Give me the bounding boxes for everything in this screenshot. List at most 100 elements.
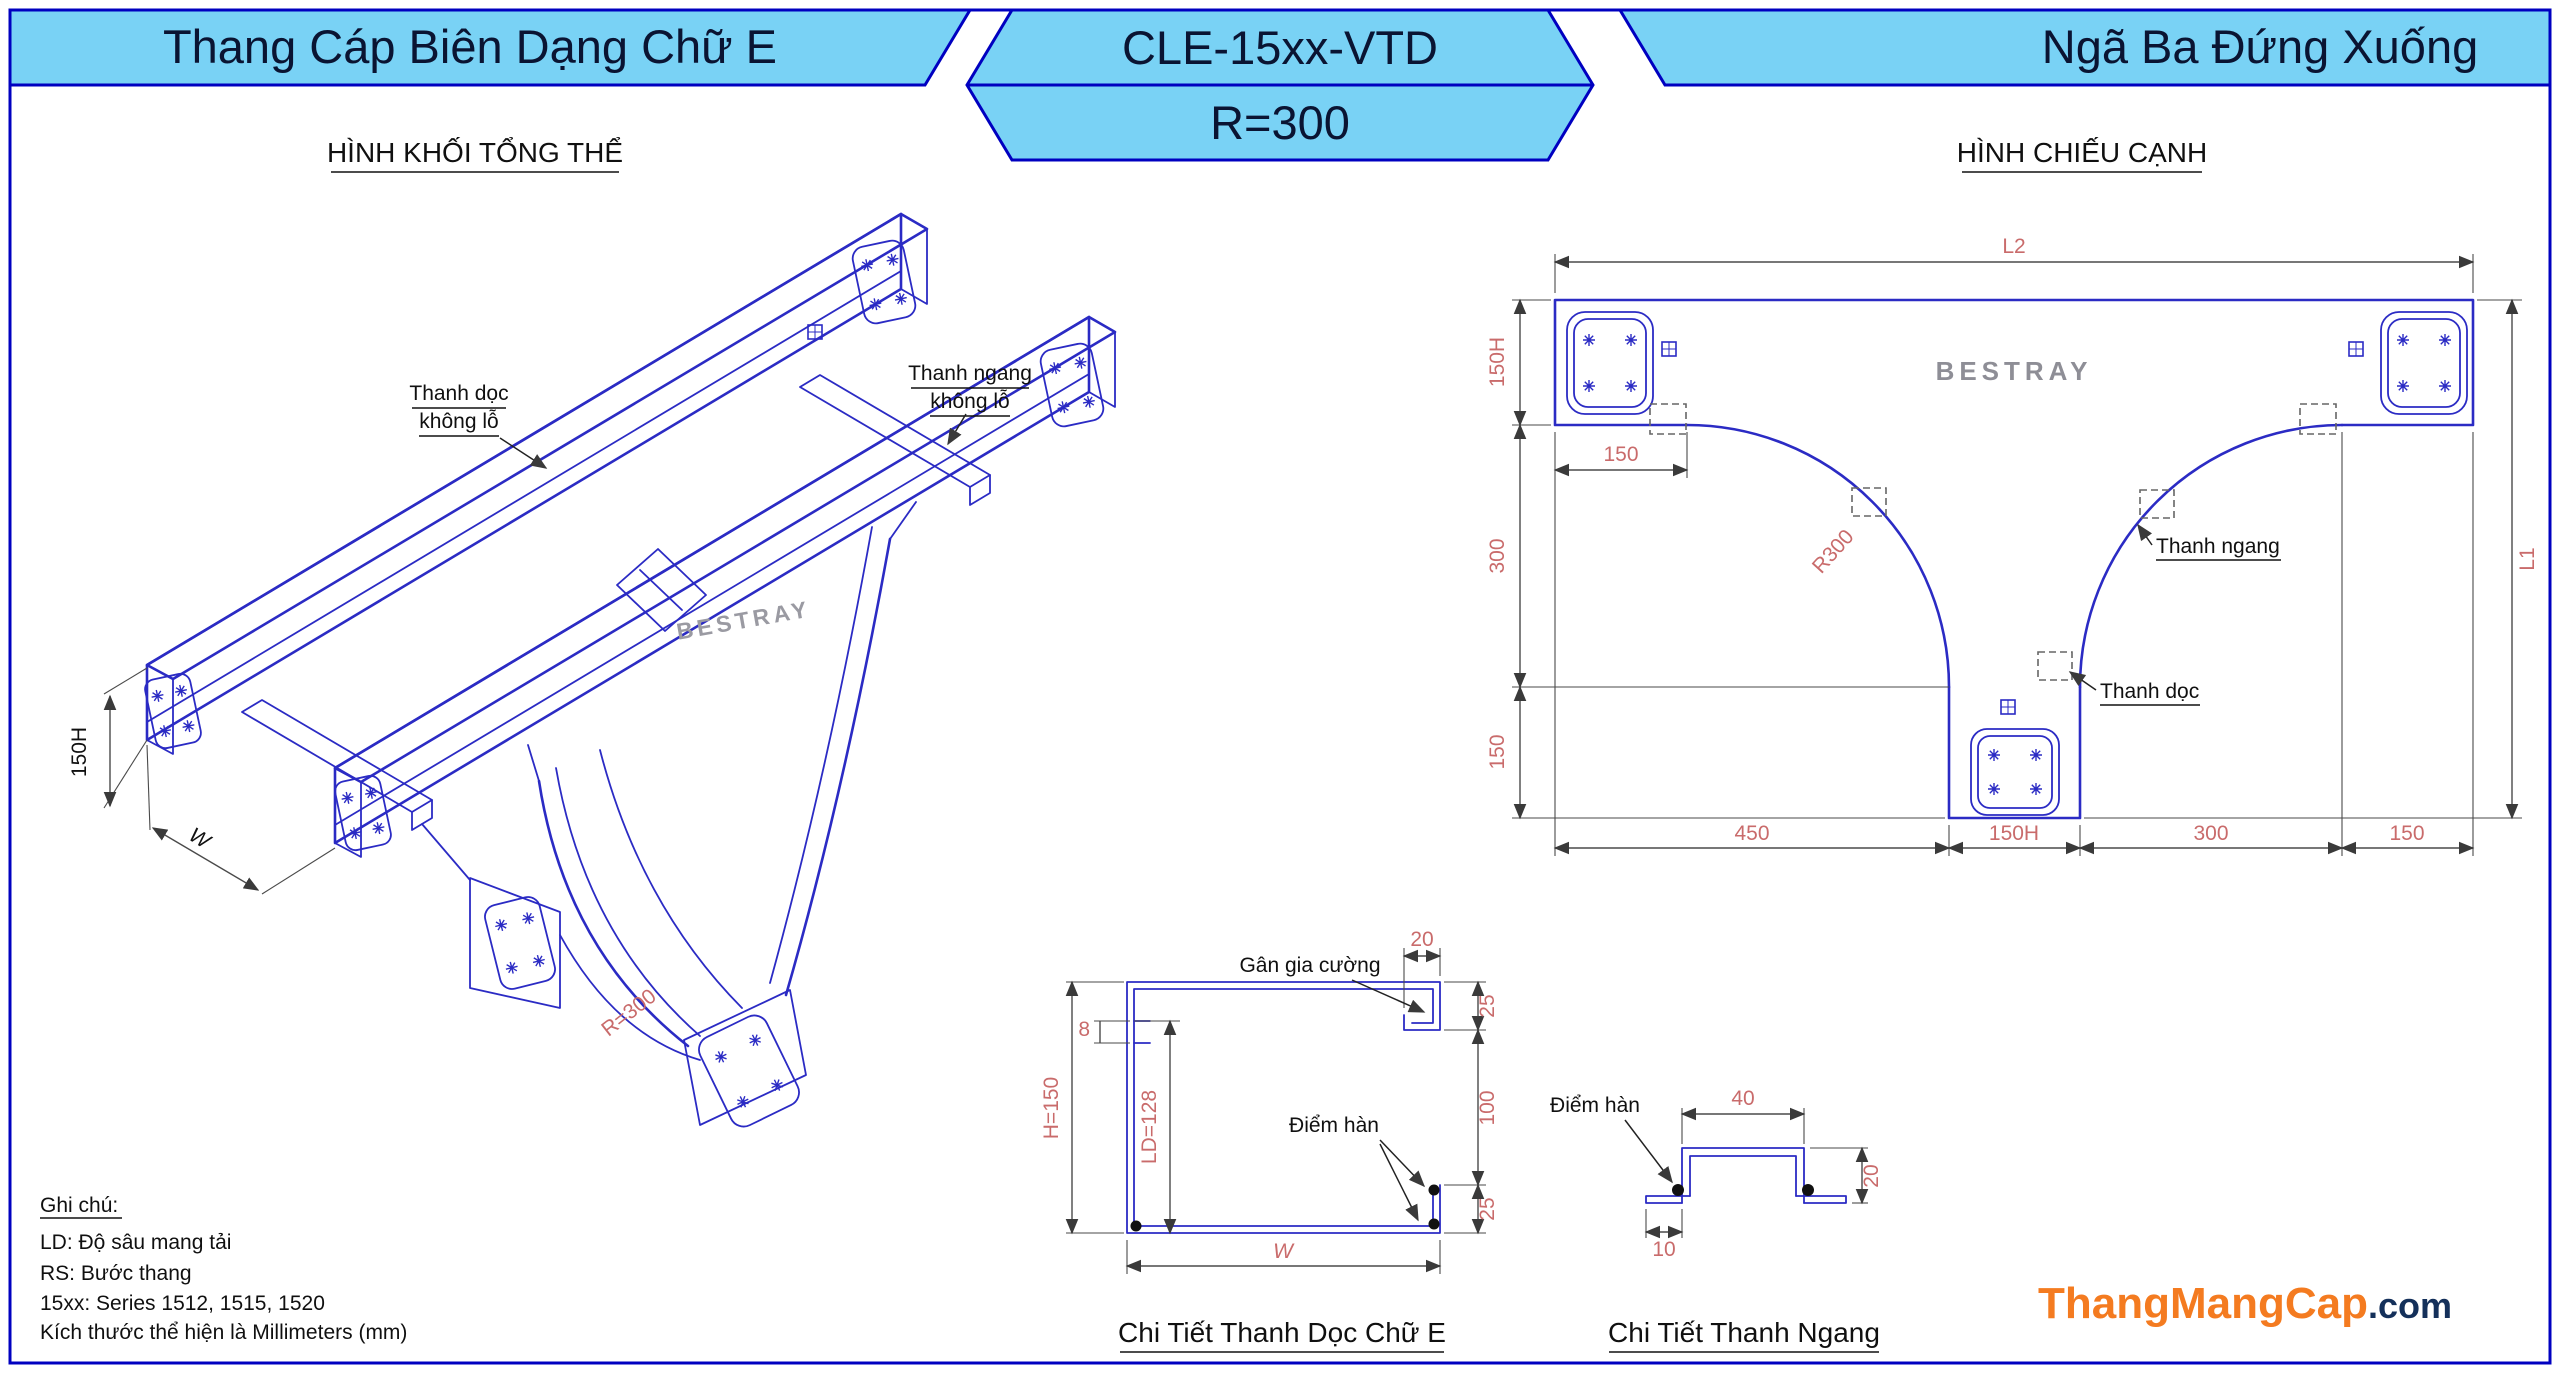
iso-branch-left-channel (469, 877, 561, 1009)
weld-marker-curve-left (1851, 487, 1887, 517)
iso-branch-curves (421, 501, 917, 1061)
iso-view-title: HÌNH KHỐI TỔNG THỂ (327, 136, 623, 168)
rail-profile (1126, 981, 1441, 1234)
dim-8: 8 (1078, 1018, 1090, 1041)
label-weld-rung: Điểm hàn (1550, 1094, 1640, 1117)
dim-20: 20 (1410, 928, 1433, 951)
rung-profile (1645, 1147, 1847, 1204)
header-right-cell (1617, 8, 2552, 87)
iso-brand-logo: BESTRAY (674, 596, 812, 645)
side-bolt-icon-left (1661, 341, 1677, 357)
dim-150-bottom: 150 (2389, 822, 2424, 845)
footer-logo: ThangMangCap.com (2038, 1279, 2452, 1328)
iso-far-rail (145, 212, 929, 755)
iso-plate-stem-end (698, 1014, 800, 1128)
iso-dim-height: 150H (68, 667, 148, 809)
dim-300-bottom: 300 (2193, 822, 2228, 845)
rung-profile-dims: 40 20 10 (1644, 1087, 1883, 1261)
side-view-title: HÌNH CHIẾU CẠNH (1957, 137, 2207, 168)
side-label-rail-text: Thanh dọc (2100, 680, 2199, 703)
weld-dot (1428, 1218, 1440, 1230)
side-plate-right (2380, 311, 2468, 415)
iso-dim-width: W (146, 744, 336, 895)
dim-10: 10 (1652, 1238, 1675, 1261)
detail-rung: 40 20 10 Điểm hàn Chi Tiết Thanh Ngang (1550, 1087, 1883, 1353)
side-label-rung: Thanh ngang (2137, 523, 2281, 561)
iso-plate-far-left (144, 672, 202, 750)
iso-rung-right (799, 374, 991, 506)
iso-dim-height-label: 150H (68, 727, 91, 777)
dim-w: W (1273, 1240, 1295, 1263)
iso-plate-near-right (1039, 342, 1105, 428)
dim-100: 100 (1476, 1090, 1499, 1125)
footer-logo-text: ThangMangCap.com (2038, 1279, 2452, 1328)
dim-40: 40 (1731, 1087, 1754, 1110)
detail-rail: 20 25 100 25 W H=150 LD=128 (1040, 928, 1499, 1353)
label-weld-rail: Điểm hàn (1289, 1114, 1379, 1137)
dim-25-top: 25 (1476, 994, 1499, 1017)
weld-dot (1130, 1220, 1142, 1232)
notes-heading: Ghi chú: (40, 1194, 118, 1217)
side-label-rail: Thanh dọc (2068, 671, 2200, 706)
side-bolt-icon-stem (2000, 699, 2016, 715)
dim-450: 450 (1734, 822, 1769, 845)
detail-rung-title: Chi Tiết Thanh Ngang (1608, 1317, 1880, 1348)
header: Thang Cáp Biên Dạng Chữ E CLE-15xx-VTD R… (8, 8, 2552, 162)
header-left-title: Thang Cáp Biên Dạng Chữ E (163, 20, 777, 73)
label-rib: Gân gia cường (1239, 954, 1380, 977)
dim-300-left: 300 (1486, 538, 1509, 573)
header-right-title: Ngã Ba Đứng Xuống (2042, 20, 2478, 73)
iso-mid-plate (616, 548, 707, 632)
detail-rail-title: Chi Tiết Thanh Dọc Chữ E (1118, 1317, 1446, 1348)
header-left-cell (8, 8, 973, 87)
weld-marker-curve-right (2139, 489, 2175, 519)
dim-l1: L1 (2516, 547, 2539, 570)
iso-rung-left (241, 699, 433, 831)
iso-label-rail: Thanh dọc không lỗ (409, 382, 548, 469)
weld-dot (1428, 1184, 1440, 1196)
side-view: HÌNH CHIẾU CẠNH (1486, 137, 2539, 856)
weld-marker-stem (2037, 651, 2073, 681)
side-plate-left (1566, 311, 1654, 415)
dim-h150: H=150 (1040, 1077, 1063, 1139)
rail-profile-dims: 20 25 100 25 W H=150 LD=128 (1040, 928, 1499, 1274)
iso-label-rung-line1: Thanh ngang (908, 362, 1032, 385)
iso-plate-near-left (334, 774, 392, 852)
iso-label-rung-line2: không lỗ (930, 390, 1009, 413)
note-line-2: RS: Bước thang (40, 1262, 192, 1285)
dim-150h-bottom: 150H (1989, 822, 2039, 845)
weld-dot (1672, 1184, 1684, 1196)
footer-brand: ThangMangCap (2038, 1279, 2368, 1328)
rung-profile-labels: Điểm hàn (1550, 1094, 1673, 1184)
dim-l2: L2 (2002, 235, 2025, 258)
iso-label-rail-line1: Thanh dọc (409, 382, 508, 405)
side-plate-stem (1970, 728, 2060, 816)
dim-150-left: 150 (1486, 734, 1509, 769)
side-bolt-icon-right (2348, 341, 2364, 357)
iso-label-rung: Thanh ngang không lỗ (908, 362, 1032, 446)
dim-150h-left: 150H (1486, 337, 1509, 387)
side-label-rung-text: Thanh ngang (2156, 535, 2280, 558)
iso-plate-branch-left (484, 896, 556, 990)
iso-view: HÌNH KHỐI TỔNG THỂ (68, 136, 1117, 1128)
weld-dot (1802, 1184, 1814, 1196)
iso-label-rail-line2: không lỗ (419, 410, 498, 433)
note-line-3: 15xx: Series 1512, 1515, 1520 (40, 1292, 325, 1315)
side-brand-logo: BESTRAY (1936, 356, 2093, 386)
header-model-code: CLE-15xx-VTD (1122, 21, 1438, 74)
iso-plate-far-right (851, 239, 917, 325)
dim-ld128: LD=128 (1138, 1090, 1161, 1164)
rail-profile-labels: Gân gia cường Điểm hàn (1239, 954, 1426, 1222)
dim-r300: R300 (1808, 525, 1859, 578)
header-radius-code: R=300 (1210, 96, 1350, 149)
weld-marker-bar-right (2299, 403, 2337, 435)
footer-suffix: .com (2368, 1285, 2452, 1326)
note-line-4: Kích thước thể hiện là Millimeters (mm) (40, 1321, 407, 1344)
note-line-1: LD: Độ sâu mang tải (40, 1231, 231, 1254)
notes: Ghi chú: LD: Độ sâu mang tải RS: Bước th… (40, 1194, 407, 1344)
dim-25-bottom: 25 (1476, 1197, 1499, 1220)
dim-150-top: 150 (1603, 443, 1638, 466)
weld-marker-bar-left (1649, 403, 1687, 435)
